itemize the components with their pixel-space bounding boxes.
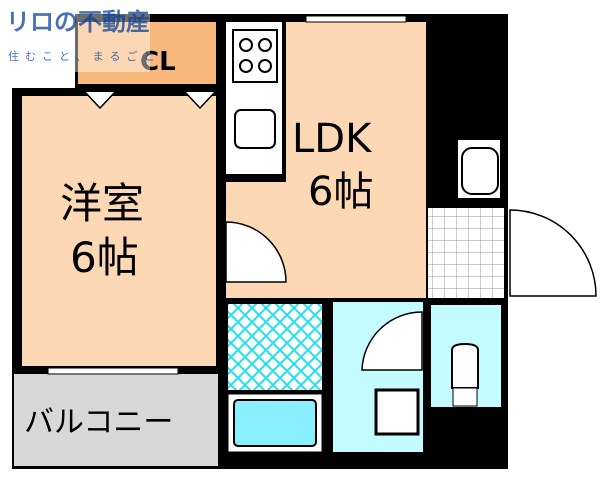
western-room-name: 洋室 bbox=[60, 179, 144, 228]
washbasin-icon bbox=[461, 147, 499, 195]
stove-icon bbox=[232, 29, 278, 83]
bathtub-basin bbox=[233, 399, 317, 447]
balcony-area bbox=[14, 374, 218, 466]
ldk-window bbox=[305, 15, 407, 23]
burner-icon bbox=[239, 38, 253, 52]
closet-area bbox=[78, 22, 216, 84]
western-room-area bbox=[22, 96, 216, 366]
logo-tagline: 住むこと、まるごと bbox=[8, 49, 161, 63]
balcony-window bbox=[47, 367, 179, 375]
closet-door-icon bbox=[84, 91, 216, 110]
burner-icon bbox=[258, 59, 272, 73]
logo: リロの不動産 住むこと、まるごと bbox=[0, 0, 161, 72]
logo-brand: リロの不動産 bbox=[6, 8, 150, 36]
door-swing-icon bbox=[361, 311, 423, 371]
door-swing-icon bbox=[225, 221, 287, 283]
ldk-size: 6帖 bbox=[308, 169, 373, 215]
washing-machine-pan-icon bbox=[374, 388, 420, 436]
entrance-door-icon bbox=[509, 209, 597, 297]
burner-icon bbox=[239, 59, 253, 73]
ldk-name: LDK bbox=[292, 116, 373, 162]
burner-icon bbox=[258, 38, 272, 52]
balcony-label: バルコニー bbox=[24, 405, 173, 440]
toilet-tank-icon bbox=[452, 387, 478, 407]
closet-label: CL bbox=[140, 47, 176, 77]
toilet-icon bbox=[451, 342, 479, 389]
bathroom-area bbox=[228, 304, 322, 390]
western-room-size: 6帖 bbox=[70, 233, 139, 282]
kitchen-sink-icon bbox=[234, 109, 276, 149]
entrance-area bbox=[428, 208, 504, 298]
top-left-notch bbox=[0, 0, 75, 88]
